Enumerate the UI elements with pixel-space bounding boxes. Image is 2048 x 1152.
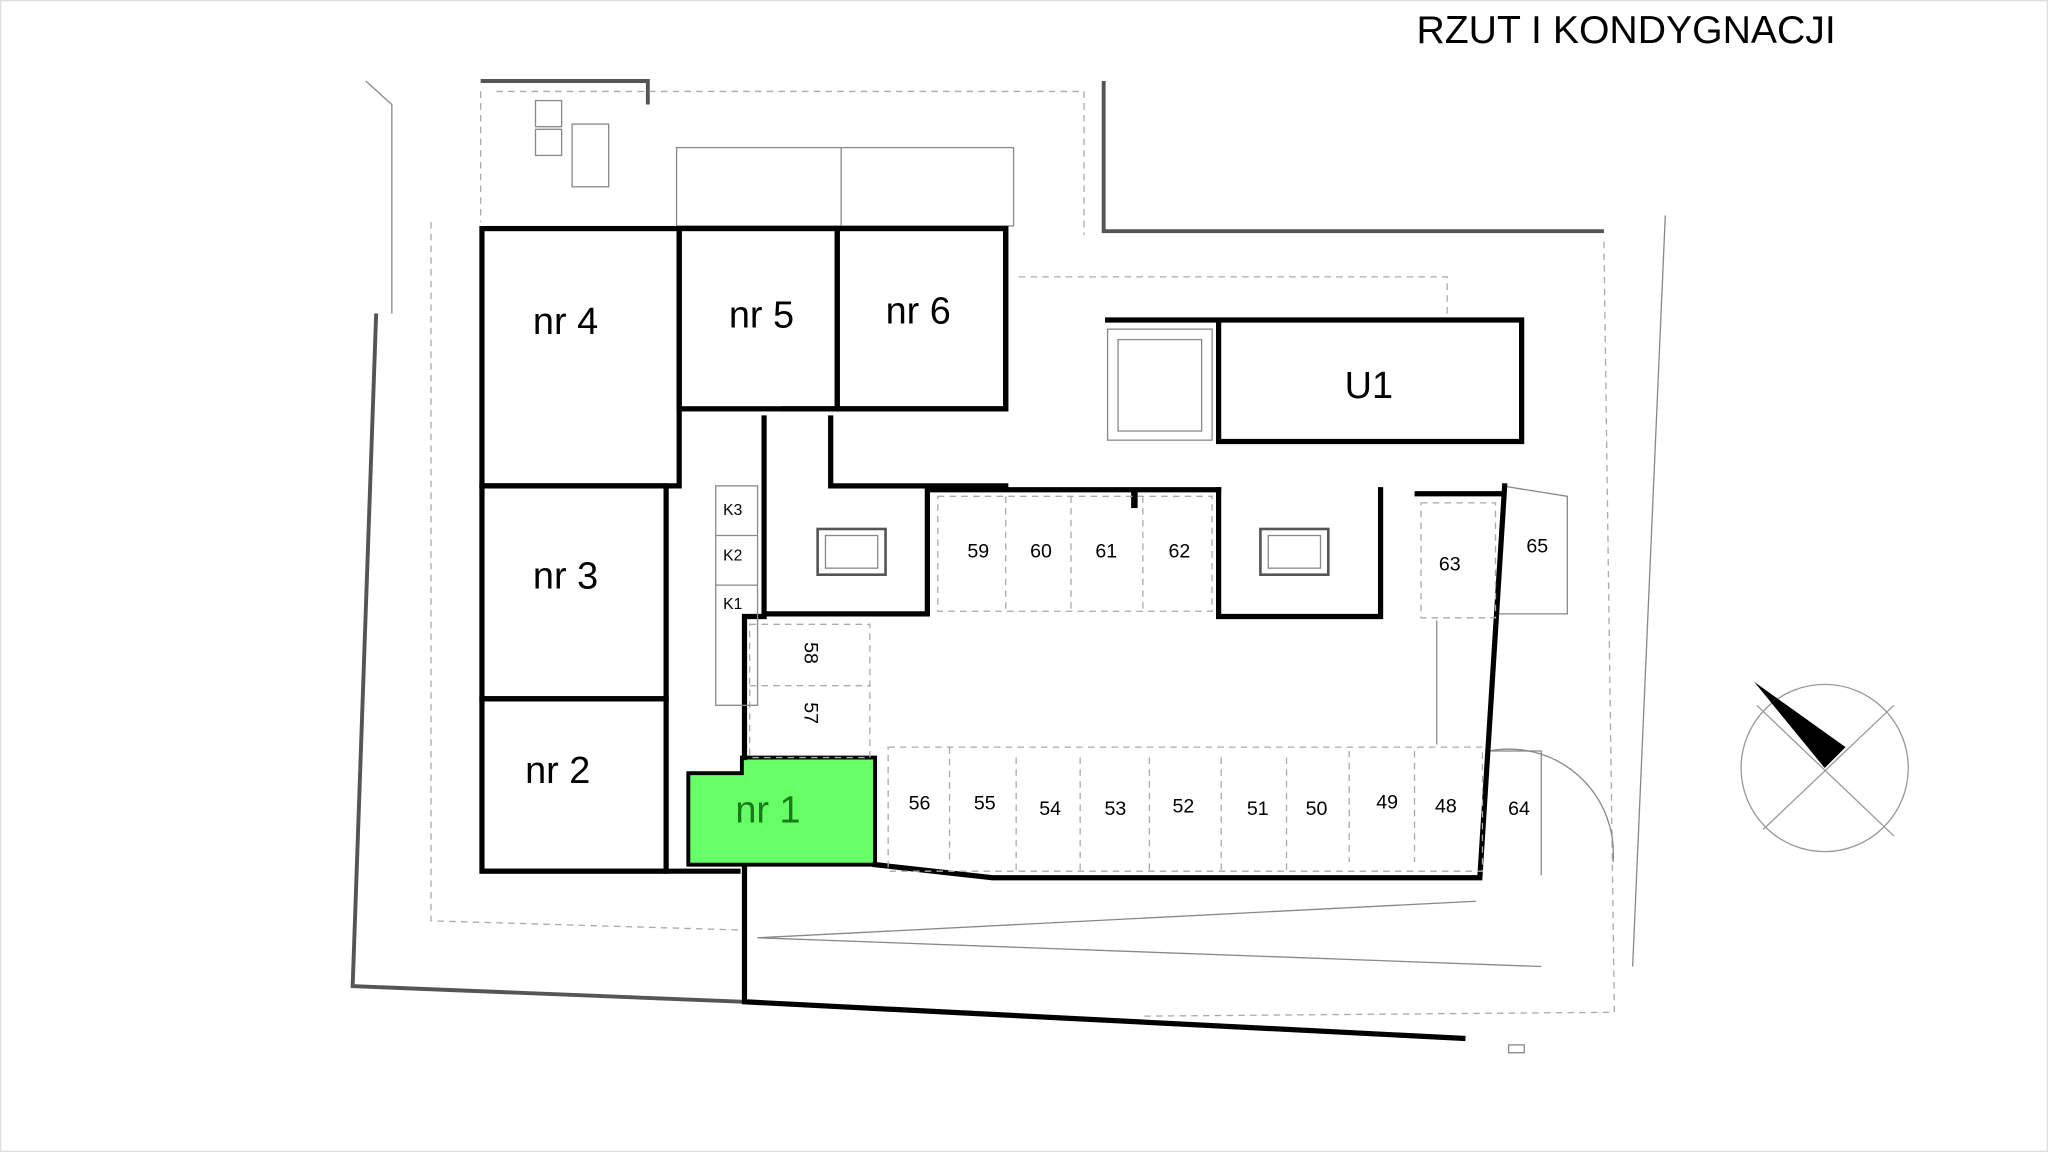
parking-label: 48 — [1435, 795, 1457, 817]
room-label-nr1[interactable]: nr 1 — [735, 789, 800, 831]
parking-label: 57 — [800, 702, 822, 724]
room-label-nr3[interactable]: nr 3 — [533, 556, 598, 598]
north-arrow-icon — [1740, 681, 1909, 853]
room-label-nr6[interactable]: nr 6 — [886, 290, 951, 332]
parking-label: 49 — [1376, 791, 1398, 813]
room-label-u1[interactable]: U1 — [1345, 365, 1393, 407]
elevator-icon — [816, 527, 887, 576]
parking-label: 65 — [1526, 535, 1548, 557]
parking-label: 54 — [1039, 798, 1061, 820]
room-label-nr4[interactable]: nr 4 — [533, 301, 598, 343]
room-label-nr2[interactable]: nr 2 — [525, 750, 590, 792]
unit-nr1-highlight[interactable] — [686, 755, 878, 867]
parking-bays — [715, 485, 1497, 872]
parking-label: 61 — [1095, 541, 1117, 563]
parking-label: 59 — [967, 541, 989, 563]
parking-label: 62 — [1169, 541, 1191, 563]
parking-label: 50 — [1306, 798, 1328, 820]
parking-label: 64 — [1508, 798, 1530, 820]
parking-label: 58 — [800, 642, 822, 664]
walls — [479, 225, 1525, 1042]
parking-label: 53 — [1105, 798, 1127, 820]
plan-title: RZUT I KONDYGNACJI — [1416, 9, 1835, 52]
parking-label: 52 — [1172, 795, 1194, 817]
site-context — [350, 79, 1666, 1054]
storage-label: K3 — [723, 502, 742, 519]
parking-label: 63 — [1439, 554, 1461, 576]
room-label-nr5[interactable]: nr 5 — [729, 294, 794, 336]
parking-label: 56 — [909, 793, 931, 815]
storage-label: K2 — [723, 548, 742, 565]
parking-label: 51 — [1247, 798, 1269, 820]
elevator-icon — [1259, 527, 1330, 576]
parking-label: 60 — [1030, 541, 1052, 563]
storage-label: K1 — [723, 596, 742, 613]
parking-label: 55 — [974, 793, 996, 815]
